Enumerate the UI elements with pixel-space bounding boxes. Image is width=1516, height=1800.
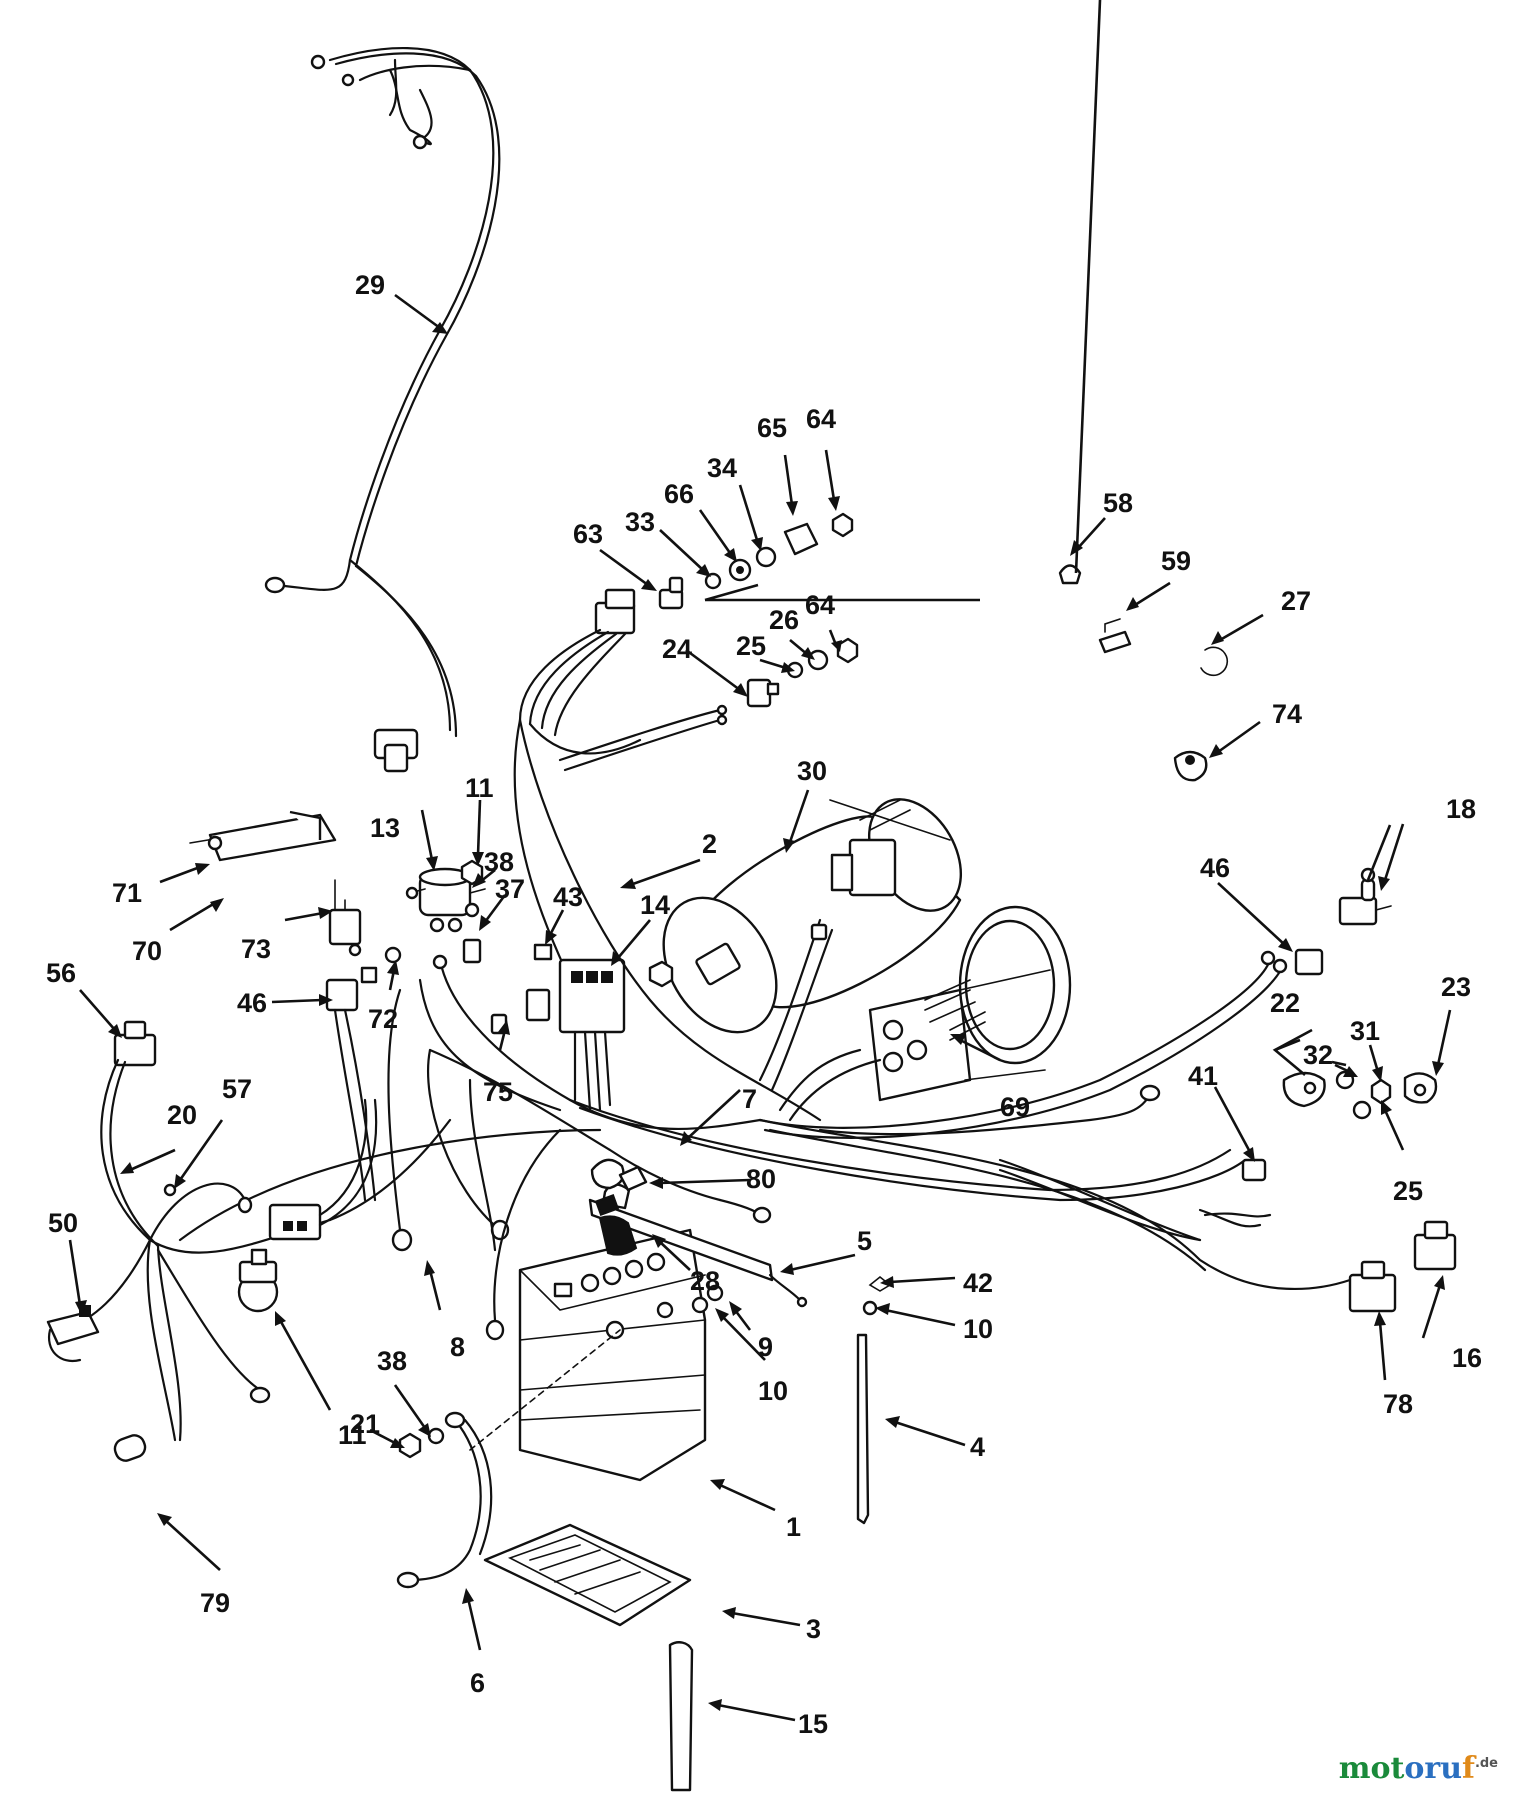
callout-25: 25	[736, 631, 766, 661]
callout-64: 64	[806, 404, 836, 434]
gauge-bracket-69	[868, 905, 1072, 1102]
callout-64: 64	[805, 590, 835, 620]
callout-70: 70	[132, 936, 162, 966]
callout-69: 69	[1000, 1092, 1030, 1122]
watermark-logo: motoruf.de	[1339, 1751, 1498, 1786]
callout-27: 27	[1281, 586, 1311, 616]
callout-31: 31	[1350, 1016, 1380, 1046]
left-wire-harness	[46, 1020, 602, 1462]
watermark-part-a: mot	[1338, 1751, 1405, 1786]
callout-41: 41	[1188, 1061, 1218, 1091]
callout-63: 63	[573, 519, 603, 549]
callout-2: 2	[702, 829, 717, 859]
callout-arrows	[68, 0, 1452, 1722]
callout-3: 3	[806, 1614, 821, 1644]
callout-25: 25	[1393, 1176, 1423, 1206]
wire-harness-29	[264, 46, 501, 773]
watermark-part-b: oru	[1404, 1751, 1463, 1786]
callout-6: 6	[470, 1668, 485, 1698]
callout-42: 42	[963, 1268, 993, 1298]
callout-46: 46	[1200, 853, 1230, 883]
callout-1: 1	[786, 1512, 801, 1542]
right-side-components	[1198, 867, 1457, 1313]
solenoid-and-relays	[189, 810, 626, 1202]
callout-43: 43	[553, 882, 583, 912]
callout-73: 73	[241, 934, 271, 964]
callout-58: 58	[1103, 488, 1133, 518]
battery-assembly	[396, 1158, 892, 1792]
watermark-suffix: .de	[1474, 1756, 1498, 1771]
callout-5: 5	[857, 1226, 872, 1256]
callout-11: 11	[338, 1420, 367, 1450]
callout-56: 56	[46, 958, 76, 988]
callout-4: 4	[970, 1432, 985, 1462]
callout-79: 79	[200, 1588, 230, 1618]
clips-and-clamps	[1058, 564, 1229, 782]
watermark-part-c: f	[1462, 1751, 1475, 1786]
callout-50: 50	[48, 1208, 78, 1238]
callout-34: 34	[707, 453, 737, 483]
callout-13: 13	[370, 813, 400, 843]
callout-18: 18	[1446, 794, 1476, 824]
callout-57: 57	[222, 1074, 252, 1104]
callout-15: 15	[798, 1709, 828, 1739]
callout-26: 26	[769, 605, 799, 635]
callout-74: 74	[1272, 699, 1302, 729]
callout-78: 78	[1383, 1389, 1413, 1419]
callout-65: 65	[757, 413, 787, 443]
callout-11: 11	[465, 773, 494, 803]
callout-24: 24	[662, 634, 692, 664]
callout-66: 66	[664, 479, 694, 509]
callout-46: 46	[237, 988, 267, 1018]
callout-38: 38	[377, 1346, 407, 1376]
callout-59: 59	[1161, 546, 1191, 576]
callout-labels: 29 65 64 34 66 33 63 64 26 25 24 58 59 2…	[46, 270, 1482, 1739]
main-wire-harness	[387, 718, 1352, 1341]
callout-10: 10	[963, 1314, 993, 1344]
callout-16: 16	[1452, 1343, 1482, 1373]
callout-28: 28	[690, 1266, 720, 1296]
callout-30: 30	[797, 756, 827, 786]
callout-33: 33	[625, 507, 655, 537]
callout-37: 37	[495, 874, 525, 904]
callout-22: 22	[1270, 988, 1300, 1018]
callout-7: 7	[742, 1084, 757, 1114]
callout-9: 9	[758, 1332, 773, 1362]
callout-21: 21	[350, 1409, 380, 1439]
callout-23: 23	[1441, 972, 1471, 1002]
callout-32: 32	[1303, 1040, 1333, 1070]
callout-72: 72	[368, 1004, 398, 1034]
callout-80: 80	[746, 1164, 776, 1194]
callout-71: 71	[112, 878, 142, 908]
callout-14: 14	[640, 890, 670, 920]
callout-10: 10	[758, 1376, 788, 1406]
callout-20: 20	[167, 1100, 197, 1130]
callout-29: 29	[355, 270, 385, 300]
callout-8: 8	[450, 1332, 465, 1362]
gauge-housing-30	[648, 798, 963, 1092]
callout-75: 75	[483, 1077, 513, 1107]
callout-38: 38	[484, 847, 514, 877]
